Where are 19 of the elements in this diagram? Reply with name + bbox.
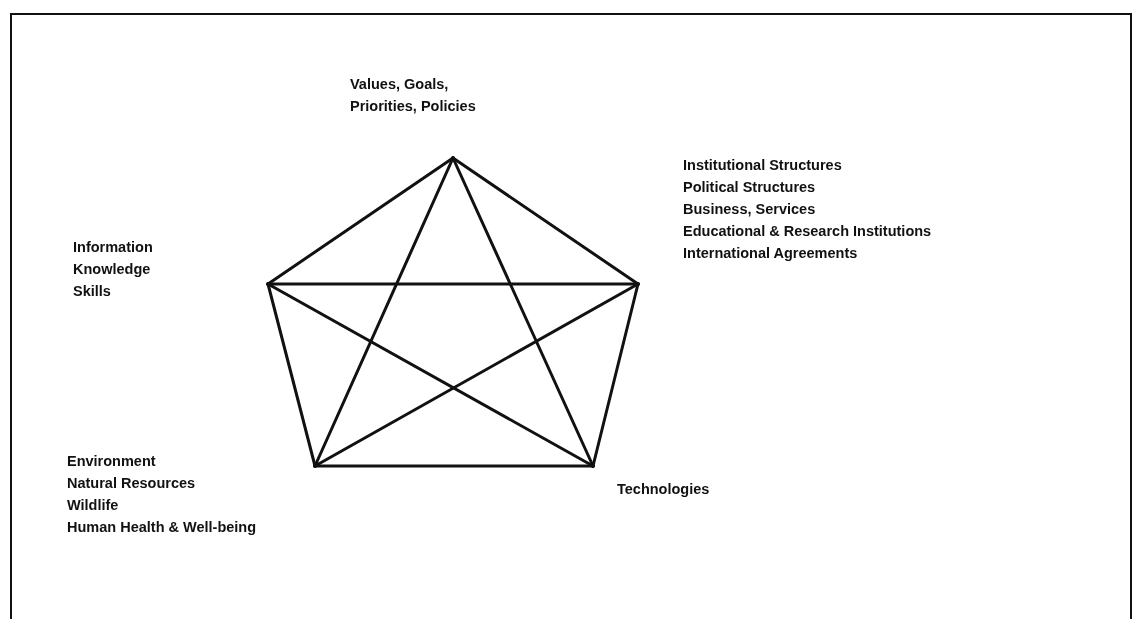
label-text: International Agreements bbox=[683, 244, 858, 263]
label-text: Environment bbox=[67, 452, 156, 471]
label-text: Educational & Research Institutions bbox=[683, 222, 932, 241]
label-text: Institutional Structures bbox=[683, 156, 842, 175]
label-text: Values, Goals, Priorities, Policies bbox=[350, 75, 477, 116]
label-text: Natural Resources bbox=[67, 474, 196, 493]
vertex-point bbox=[313, 464, 317, 468]
label-text: Information bbox=[73, 238, 153, 257]
vertex-point bbox=[451, 156, 455, 160]
vertex-point bbox=[636, 282, 640, 286]
vertex-point bbox=[591, 464, 595, 468]
vertex-point bbox=[266, 282, 270, 286]
label-text: Skills bbox=[73, 282, 111, 301]
label-text: Wildlife bbox=[67, 496, 119, 515]
label-text: Political Structures bbox=[683, 178, 816, 197]
label-text: Business, Services bbox=[683, 200, 816, 219]
label-text: Knowledge bbox=[73, 260, 151, 279]
label-text: Human Health & Well-being bbox=[67, 518, 257, 537]
label-text: Technologies bbox=[617, 480, 710, 499]
